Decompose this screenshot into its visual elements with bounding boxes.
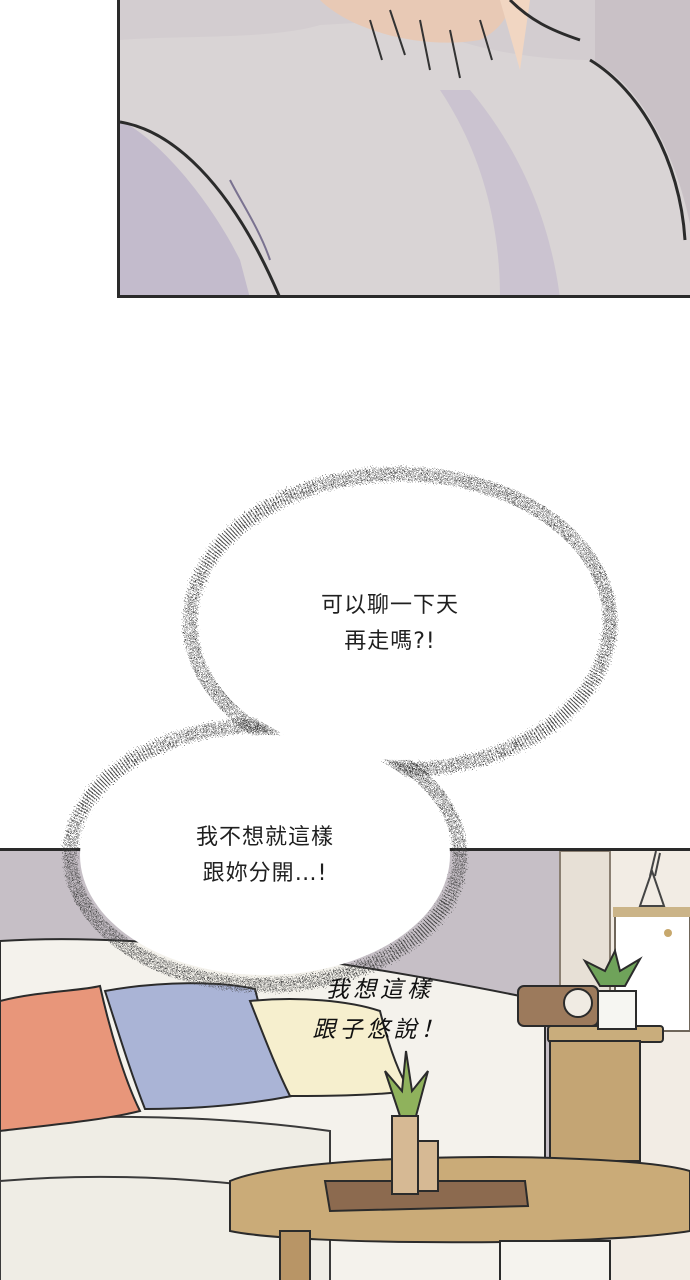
bubble-upper-text: 可以聊一下天 再走嗎?! — [260, 588, 520, 660]
bubble-upper-line-2: 再走嗎?! — [344, 629, 436, 654]
sweater-illustration — [120, 0, 690, 295]
bubble-lower-outline — [63, 718, 467, 992]
bubble-lower — [80, 735, 450, 975]
bubble-lower-line-2: 跟妳分開…! — [202, 861, 328, 886]
bubble-upper-line-1: 可以聊一下天 — [320, 593, 459, 618]
bubble-upper — [200, 484, 600, 760]
caption-line-2: 跟子悠說！ — [312, 1017, 448, 1043]
bubble-lower-line-1: 我不想就這樣 — [195, 825, 334, 850]
panel-top-sweater — [117, 0, 690, 298]
handwritten-caption: 我想這樣 跟子悠說！ — [270, 970, 490, 1050]
bubble-lower-text: 我不想就這樣 跟妳分開…! — [135, 820, 395, 892]
bubble-upper-outline — [183, 467, 617, 777]
caption-line-1: 我想這樣 — [326, 977, 434, 1003]
